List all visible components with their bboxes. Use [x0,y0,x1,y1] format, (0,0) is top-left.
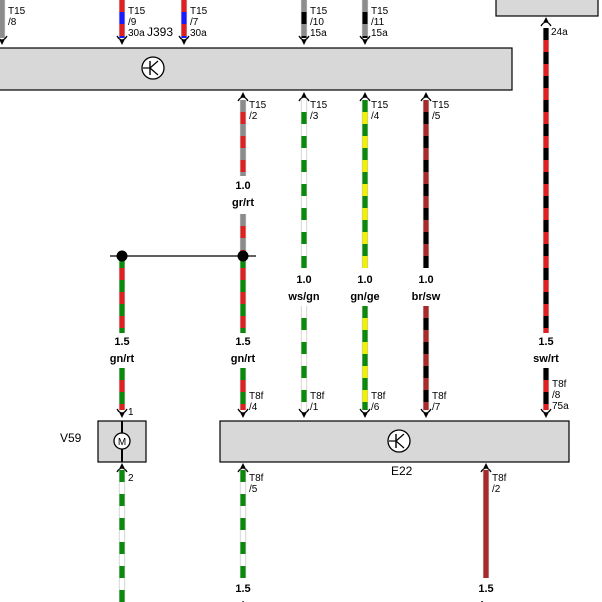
pin-label-t8f-4: T8f/4 [249,391,264,413]
svg-text:1.5: 1.5 [235,583,250,595]
wire-gnrt-left-upper [118,256,126,333]
wire-grrt-lower [239,214,247,256]
connector-12 [237,408,249,418]
pin-label-t15-8: T15/8 [8,6,26,28]
wire-top-t15-11 [361,0,369,38]
connector-14 [359,408,371,418]
wire-gnrt-mid-lower [239,368,247,410]
connector-18 [237,463,249,473]
pin-label-t8f-7: T8f/7 [432,391,447,413]
connector-13 [298,408,310,418]
wire-top-t15-8 [0,0,6,38]
svg-text:1.5: 1.5 [235,336,250,348]
wire-label-bottom-b: 1.5 br [478,583,493,602]
connector-4 [298,35,310,45]
connector-3 [178,35,190,45]
connector-17 [116,463,128,473]
wire-brsw-upper [422,100,430,268]
wire-label-gnrt-left: 1.5 gn/rt [110,336,135,365]
connector-16 [540,408,552,418]
connector-15 [420,408,432,418]
wire-brsw-lower [422,306,430,410]
wire-label-brsw: 1.0 br/sw [412,274,441,303]
svg-text:br: br [481,600,493,602]
svg-text:br/sw: br/sw [412,291,441,303]
svg-text:1.0: 1.0 [357,274,372,286]
connector-5 [359,35,371,45]
top-right-component-box [495,0,599,17]
pin-label-24a: 24a [551,27,568,38]
v59-motor-symbol: M [118,437,126,448]
wire-e22-t8f5-out [239,470,247,578]
e22-label: E22 [391,464,413,478]
pin-label-t8f-6: T8f/6 [371,391,386,413]
wire-gnge-lower [361,306,369,410]
svg-text:1.0: 1.0 [296,274,311,286]
wire-label-swrt: 1.5 sw/rt [533,336,559,365]
connector-9 [359,92,371,102]
svg-text:1.5: 1.5 [478,583,493,595]
svg-text:1.5: 1.5 [538,336,553,348]
svg-text:gn/rt: gn/rt [231,353,256,365]
wire-label-gnrt-mid: 1.5 gn/rt [231,336,256,365]
junction-dot-left [116,250,128,262]
j393-box [0,47,513,91]
wire-top-t15-7 [180,0,188,38]
svg-text:1.0: 1.0 [418,274,433,286]
wire-label-bottom-a: 1.5 gn/ws [227,583,258,602]
wire-gnge-upper [361,100,369,268]
svg-text:gn/ws: gn/ws [227,600,258,602]
wire-swrt-upper [542,28,550,333]
wire-gnrt-left-lower [118,368,126,410]
svg-text:gr/rt: gr/rt [232,197,254,209]
wire-label-gnge: 1.0 gn/ge [350,274,379,303]
v59-motor-icon [113,432,131,450]
svg-text:gn/rt: gn/rt [110,353,135,365]
wire-label-wsgn: 1.0 ws/gn [287,274,319,303]
pin-label-t8f-2: T8f/2 [492,473,507,495]
wire-gnrt-mid-upper [239,256,247,333]
svg-text:ws/gn: ws/gn [287,291,319,303]
pin-label-t15-4: T15/4 [371,100,389,122]
pin-label-v59-1: 1 [128,407,134,418]
pin-label-t15-3: T15/3 [310,100,328,122]
connector-1 [0,35,8,45]
junction-dot-mid [237,250,249,262]
wire-grrt-upper [239,100,247,176]
svg-text:gn/ge: gn/ge [350,291,379,303]
svg-text:sw/rt: sw/rt [533,353,559,365]
j393-label: J393 [147,25,173,39]
pin-label-t8f-5: T8f/5 [249,473,264,495]
connector-10 [420,92,432,102]
connector-8 [298,92,310,102]
connector-11 [116,408,128,418]
wire-top-t15-9 [118,0,126,38]
wire-swrt-lower [542,368,550,410]
pin-label-t15-2: T15/2 [249,100,267,122]
wire-wsgn-lower [300,306,308,410]
wire-label-grrt: 1.0 gr/rt [232,180,254,209]
connector-2 [116,35,128,45]
e22-transistor-icon [387,429,411,453]
wire-top-t15-10 [300,0,308,38]
pin-label-v59-2: 2 [128,473,134,484]
v59-label: V59 [60,431,82,445]
pin-label-t8f-1: T8f/1 [310,391,325,413]
connector-6 [540,17,552,27]
wire-e22-t8f2-out [482,470,490,578]
connector-19 [480,463,492,473]
wire-v59-out [118,470,126,602]
connector-7 [237,92,249,102]
j393-transistor-icon [141,56,165,80]
wire-wsgn-upper [300,100,308,268]
svg-text:1.5: 1.5 [114,336,129,348]
pin-label-t15-5: T15/5 [432,100,450,122]
svg-text:1.0: 1.0 [235,180,250,192]
